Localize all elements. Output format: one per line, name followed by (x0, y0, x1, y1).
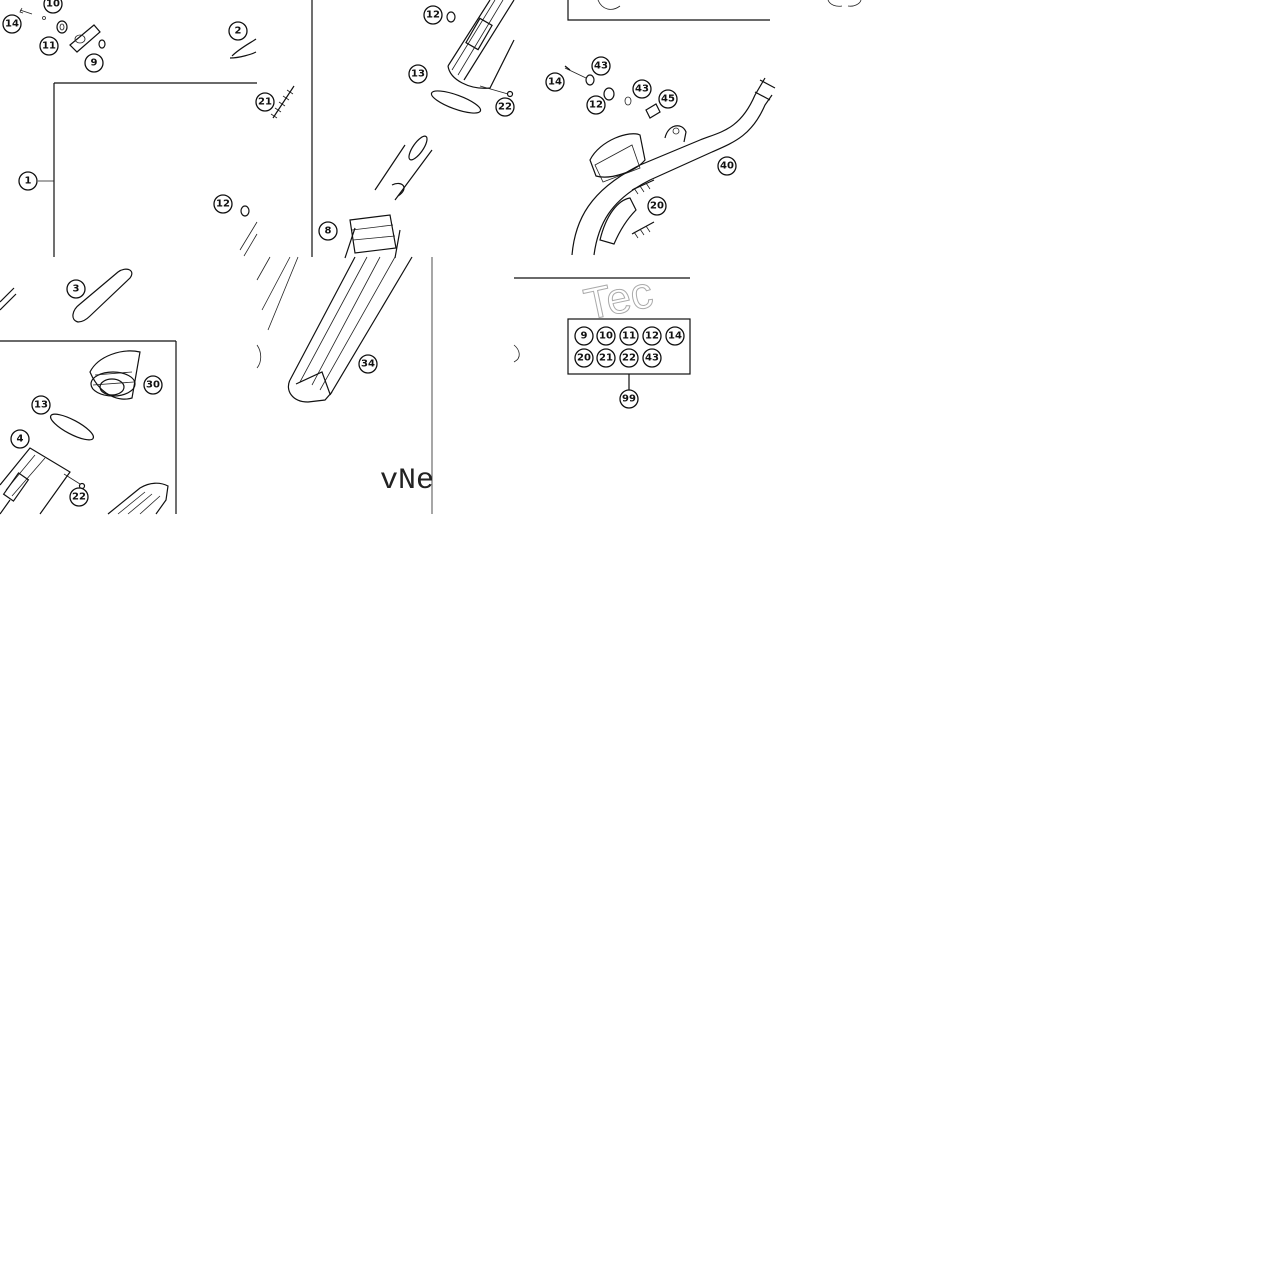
svg-text:12: 12 (216, 199, 230, 210)
callout-11[interactable]: 11 (39, 36, 59, 56)
svg-text:12: 12 (426, 10, 440, 21)
callout-13[interactable]: 13 (408, 64, 428, 84)
callout-22[interactable]: 22 (69, 487, 89, 507)
callout-12[interactable]: 12 (213, 194, 233, 214)
svg-text:43: 43 (645, 353, 659, 364)
svg-text:43: 43 (635, 84, 649, 95)
svg-text:10: 10 (599, 331, 613, 342)
kit-item-20[interactable]: 20 (574, 348, 594, 368)
svg-text:14: 14 (548, 77, 562, 88)
callout-30[interactable]: 30 (143, 375, 163, 395)
svg-text:30: 30 (146, 380, 160, 391)
callout-14[interactable]: 14 (2, 14, 22, 34)
svg-text:1: 1 (25, 176, 32, 187)
callout-43[interactable]: 43 (632, 79, 652, 99)
svg-text:12: 12 (589, 100, 603, 111)
callout-20[interactable]: 20 (647, 196, 667, 216)
watermark-tech: Tec (580, 268, 657, 330)
svg-text:45: 45 (661, 94, 675, 105)
svg-text:11: 11 (622, 331, 636, 342)
tile-top-left (19, 7, 295, 257)
callout-43[interactable]: 43 (591, 56, 611, 76)
svg-text:22: 22 (72, 492, 86, 503)
tile-top-right (564, 0, 776, 256)
svg-text:43: 43 (594, 61, 608, 72)
svg-text:22: 22 (498, 102, 512, 113)
svg-text:9: 9 (581, 331, 588, 342)
svg-text:14: 14 (5, 19, 19, 30)
kit-item-11[interactable]: 11 (619, 326, 639, 346)
kit-item-21[interactable]: 21 (596, 348, 616, 368)
kit-item-10[interactable]: 10 (596, 326, 616, 346)
callout-13[interactable]: 13 (31, 395, 51, 415)
svg-text:21: 21 (258, 97, 272, 108)
callouts: 14 10 11 9 2 21 1 12 12 13 22 8 14 43 12… (2, 0, 737, 507)
svg-text:2: 2 (235, 26, 242, 37)
callout-10[interactable]: 10 (43, 0, 63, 14)
watermark-vnet: vNe (380, 464, 434, 498)
svg-text:3: 3 (73, 284, 80, 295)
svg-text:99: 99 (622, 394, 636, 405)
callout-8[interactable]: 8 (318, 221, 338, 241)
svg-text:13: 13 (411, 69, 425, 80)
kit-item-14[interactable]: 14 (665, 326, 685, 346)
callout-1[interactable]: 1 (18, 171, 38, 191)
svg-text:10: 10 (46, 0, 60, 10)
tile-bottom-middle (256, 256, 433, 514)
tile-top-middle (311, 0, 515, 259)
kit-box-contents: 9 10 11 12 14 20 21 22 43 (574, 326, 685, 368)
kit-item-43[interactable]: 43 (642, 348, 662, 368)
callout-2[interactable]: 2 (228, 21, 248, 41)
callout-22[interactable]: 22 (495, 97, 515, 117)
kit-item-12[interactable]: 12 (642, 326, 662, 346)
tile-bottom-right (513, 277, 691, 390)
callout-21[interactable]: 21 (255, 92, 275, 112)
callout-45[interactable]: 45 (658, 89, 678, 109)
callout-99[interactable]: 99 (619, 389, 639, 409)
svg-text:20: 20 (650, 201, 664, 212)
svg-text:14: 14 (668, 331, 682, 342)
svg-text:20: 20 (577, 353, 591, 364)
svg-text:4: 4 (17, 434, 24, 445)
kit-item-22[interactable]: 22 (619, 348, 639, 368)
callout-9[interactable]: 9 (84, 53, 104, 73)
callout-12[interactable]: 12 (586, 95, 606, 115)
svg-text:8: 8 (325, 226, 332, 237)
callout-34[interactable]: 34 (358, 354, 378, 374)
tile-bottom-left (0, 268, 177, 515)
svg-text:21: 21 (599, 353, 613, 364)
svg-text:40: 40 (720, 161, 734, 172)
callout-4[interactable]: 4 (10, 429, 30, 449)
svg-text:34: 34 (361, 359, 375, 370)
svg-text:13: 13 (34, 400, 48, 411)
callout-40[interactable]: 40 (717, 156, 737, 176)
callout-14[interactable]: 14 (545, 72, 565, 92)
callout-12[interactable]: 12 (423, 5, 443, 25)
svg-text:11: 11 (42, 41, 56, 52)
svg-text:22: 22 (622, 353, 636, 364)
svg-text:9: 9 (91, 58, 98, 69)
kit-item-9[interactable]: 9 (574, 326, 594, 346)
svg-text:12: 12 (645, 331, 659, 342)
callout-3[interactable]: 3 (66, 279, 86, 299)
